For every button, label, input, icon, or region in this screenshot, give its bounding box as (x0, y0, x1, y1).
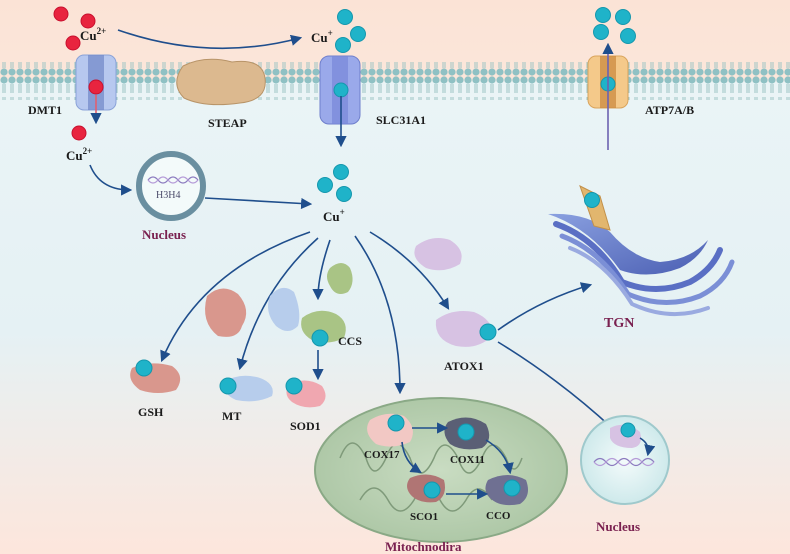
mt-label: MT (222, 409, 241, 423)
cu1-ions-extracellular (335, 9, 366, 53)
sco1-label: SCO1 (410, 511, 438, 523)
atp7ab-transporter (587, 42, 629, 150)
steap-label: STEAP (208, 116, 247, 130)
cu2-ions-extracellular (53, 6, 96, 51)
arrow-cox11-to-cco (485, 439, 514, 475)
arrow-atox1-to-nucleus (497, 341, 614, 430)
cu1-on-sod1 (285, 377, 303, 395)
cu1-on-gsh (135, 359, 153, 377)
arrow-to-mitochondria (354, 235, 406, 395)
cu2-ion-intracellular (71, 125, 87, 141)
nucleus-left (136, 151, 206, 221)
slc31a1-label: SLC31A1 (376, 113, 426, 127)
cell-membrane (0, 62, 790, 100)
gsh-label: GSH (138, 405, 164, 419)
dmt1-transporter (75, 54, 117, 125)
mt-free-protein (268, 287, 300, 331)
mt-bound-protein (223, 375, 273, 402)
cox11-label: COX11 (450, 454, 485, 466)
atox1-label: ATOX1 (444, 359, 484, 373)
arrow-to-atox1 (369, 231, 450, 310)
cu-plus-center-label: Cu+ (323, 207, 345, 224)
ccs-label: CCS (338, 334, 362, 348)
cu1-on-ccs (311, 329, 329, 347)
cu1-on-cox17 (387, 414, 405, 432)
cu1-on-atox1 (479, 323, 497, 341)
mitochondria (314, 397, 568, 543)
h3h4-label: H3H4 (156, 190, 180, 201)
gsh-free-protein (205, 288, 247, 337)
sod1-label: SOD1 (290, 419, 321, 433)
cu1-on-mt (219, 377, 237, 395)
arrow-to-mt (236, 237, 319, 371)
arrow-nucleus-to-cu1 (204, 197, 313, 210)
cu2-mid-label: Cu2+ (66, 146, 92, 163)
arrow-to-ccs (312, 239, 331, 301)
nucleus-right (580, 415, 670, 505)
cox17-label: COX17 (364, 449, 400, 461)
arrow-cox17-to-sco1 (401, 441, 422, 474)
atox1-bound-protein (435, 311, 493, 347)
atp7ab-label: ATP7A/B (645, 103, 694, 117)
atox1-free-protein (414, 238, 462, 271)
nucleus-right-label: Nucleus (596, 519, 640, 534)
arrow-to-gsh (160, 231, 311, 363)
arrow-cu2-to-nucleus (89, 164, 133, 196)
cu-plus-top-label: Cu+ (311, 28, 333, 45)
cu1-on-sco1 (423, 481, 441, 499)
dmt1-label: DMT1 (28, 103, 62, 117)
cu1-ions-cytosol (317, 164, 352, 202)
cu2-top-label: Cu2+ (80, 26, 106, 43)
tgn-label: TGN (604, 316, 634, 331)
ccs-free-protein (327, 263, 353, 294)
cu1-on-cox11 (457, 423, 475, 441)
steap-protein (176, 58, 266, 106)
arrow-cu2-to-cu1 (117, 29, 303, 50)
cu1-ions-exported (593, 7, 636, 44)
nucleus-left-label: Nucleus (142, 227, 186, 242)
mitochondria-label: Mitochnodira (385, 539, 462, 554)
cu1-on-cco (503, 479, 521, 497)
arrow-atox1-to-tgn (497, 282, 593, 331)
slc31a1-transporter (319, 55, 361, 148)
tgn-golgi (548, 185, 735, 317)
cco-label: CCO (486, 510, 511, 522)
